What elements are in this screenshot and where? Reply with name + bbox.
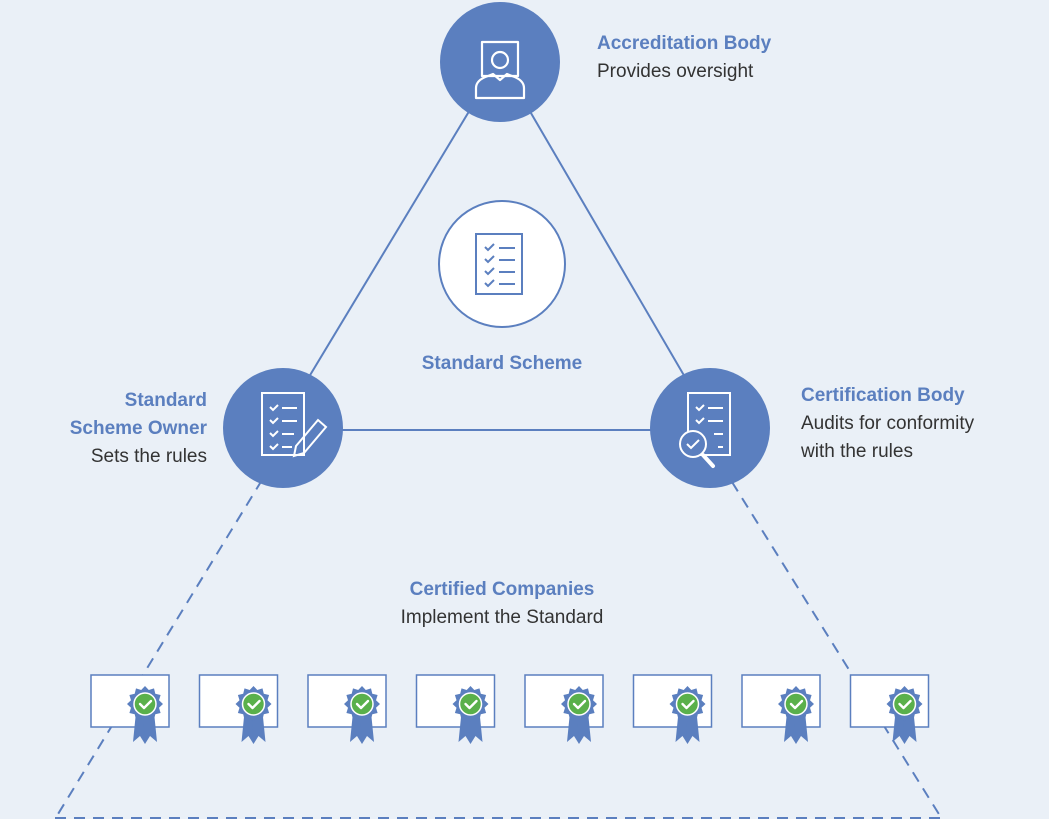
scheme-owner-node	[223, 368, 343, 488]
certificate-row	[90, 674, 930, 744]
edge-accreditation-owner	[282, 59, 501, 421]
certified-companies-label: Certified Companies Implement the Standa…	[352, 576, 652, 632]
certificate-icon	[415, 674, 496, 744]
certification-body-description-line1: Audits for conformity	[801, 413, 975, 434]
certificate-icon	[198, 674, 279, 744]
certified-companies-title: Certified Companies	[409, 579, 595, 600]
person-frame-icon	[474, 40, 526, 100]
standard-scheme-title: Standard Scheme	[421, 353, 583, 374]
certificate-icon	[524, 674, 604, 744]
standard-scheme-node	[438, 200, 566, 328]
accreditation-body-title: Accreditation Body	[597, 33, 772, 54]
certificate-icon	[632, 674, 713, 744]
checklist-magnifier-icon	[679, 392, 731, 468]
accreditation-body-node	[440, 2, 560, 122]
accreditation-body-label: Accreditation Body Provides oversight	[597, 30, 771, 86]
certification-body-node	[650, 368, 770, 488]
certification-body-title: Certification Body	[801, 385, 965, 406]
certificate-icon	[741, 674, 821, 744]
edge-accreditation-certification	[499, 59, 711, 421]
certified-companies-description: Implement the Standard	[400, 607, 604, 628]
certification-body-description-line2: with the rules	[801, 441, 913, 462]
checklist-icon	[475, 233, 523, 295]
certificate-icon	[90, 674, 170, 744]
scheme-owner-label: Standard Scheme Owner Sets the rules	[20, 387, 207, 471]
accreditation-body-description: Provides oversight	[597, 61, 754, 82]
scheme-owner-title-line1: Standard	[124, 390, 207, 411]
scheme-owner-title-line2: Scheme Owner	[69, 418, 207, 439]
certification-body-label: Certification Body Audits for conformity…	[801, 382, 974, 466]
scheme-owner-description: Sets the rules	[90, 446, 207, 467]
dashed-right-edge	[731, 481, 943, 819]
certificate-icon	[849, 674, 930, 744]
dashed-left-edge	[54, 479, 263, 819]
checklist-pen-icon	[261, 392, 328, 458]
certificate-icon	[307, 674, 387, 744]
